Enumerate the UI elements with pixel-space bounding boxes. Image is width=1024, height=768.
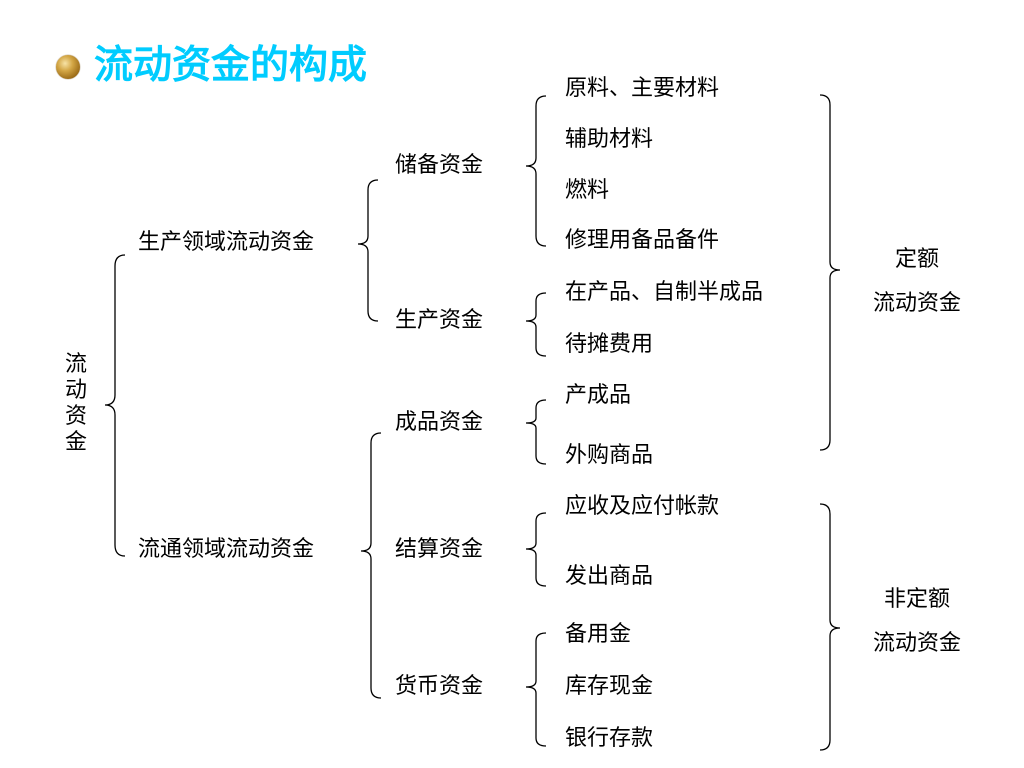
- purchased-goods-leaf: 外购商品: [565, 443, 654, 468]
- non-quota-fund-label: 非定额 流动资金: [842, 578, 992, 666]
- root-char: 动: [64, 378, 87, 403]
- finished-fund-node: 成品资金: [395, 410, 484, 435]
- fuel-leaf: 燃料: [565, 178, 610, 203]
- reserve-fund-node: 储备资金: [395, 153, 484, 178]
- deferred-expense-leaf: 待摊费用: [565, 332, 654, 357]
- currency-brace: [525, 632, 547, 747]
- root-label: 流 动 资 金: [62, 352, 90, 456]
- petty-cash-leaf: 备用金: [565, 622, 632, 647]
- producing-fund-node: 生产资金: [395, 308, 484, 333]
- production-brace: [357, 179, 379, 322]
- bank-deposits-leaf: 银行存款: [565, 726, 654, 751]
- bullet-icon: [56, 55, 80, 79]
- shipped-goods-leaf: 发出商品: [565, 564, 654, 589]
- root-char: 金: [64, 430, 87, 455]
- quota-brace: [819, 94, 841, 451]
- non-quota-label-line2: 流动资金: [872, 631, 961, 656]
- root-brace: [104, 254, 126, 557]
- settlement-fund-node: 结算资金: [395, 537, 484, 562]
- quota-fund-label: 定额 流动资金: [842, 238, 992, 326]
- receivables-leaf: 应收及应付帐款: [565, 494, 720, 519]
- settlement-brace: [525, 512, 547, 587]
- finished-brace: [525, 399, 547, 465]
- circulation-fund-node: 流通领域流动资金: [138, 537, 315, 562]
- non-quota-label-line1: 非定额: [883, 587, 950, 612]
- circulation-brace: [360, 432, 382, 699]
- production-fund-node: 生产领域流动资金: [138, 230, 315, 255]
- currency-fund-node: 货币资金: [395, 674, 484, 699]
- auxiliary-material-leaf: 辅助材料: [565, 127, 654, 152]
- finished-products-leaf: 产成品: [565, 383, 632, 408]
- slide-title: 流动资金的构成: [94, 43, 368, 88]
- cash-on-hand-leaf: 库存现金: [565, 674, 654, 699]
- non-quota-brace: [819, 503, 841, 751]
- wip-leaf: 在产品、自制半成品: [565, 280, 764, 305]
- root-char: 流: [64, 352, 87, 377]
- quota-label-line1: 定额: [894, 247, 939, 272]
- root-char: 资: [64, 404, 87, 429]
- raw-material-leaf: 原料、主要材料: [565, 76, 720, 101]
- quota-label-line2: 流动资金: [872, 291, 961, 316]
- spare-parts-leaf: 修理用备品备件: [565, 228, 720, 253]
- producing-brace: [525, 292, 547, 357]
- reserve-brace: [525, 95, 547, 247]
